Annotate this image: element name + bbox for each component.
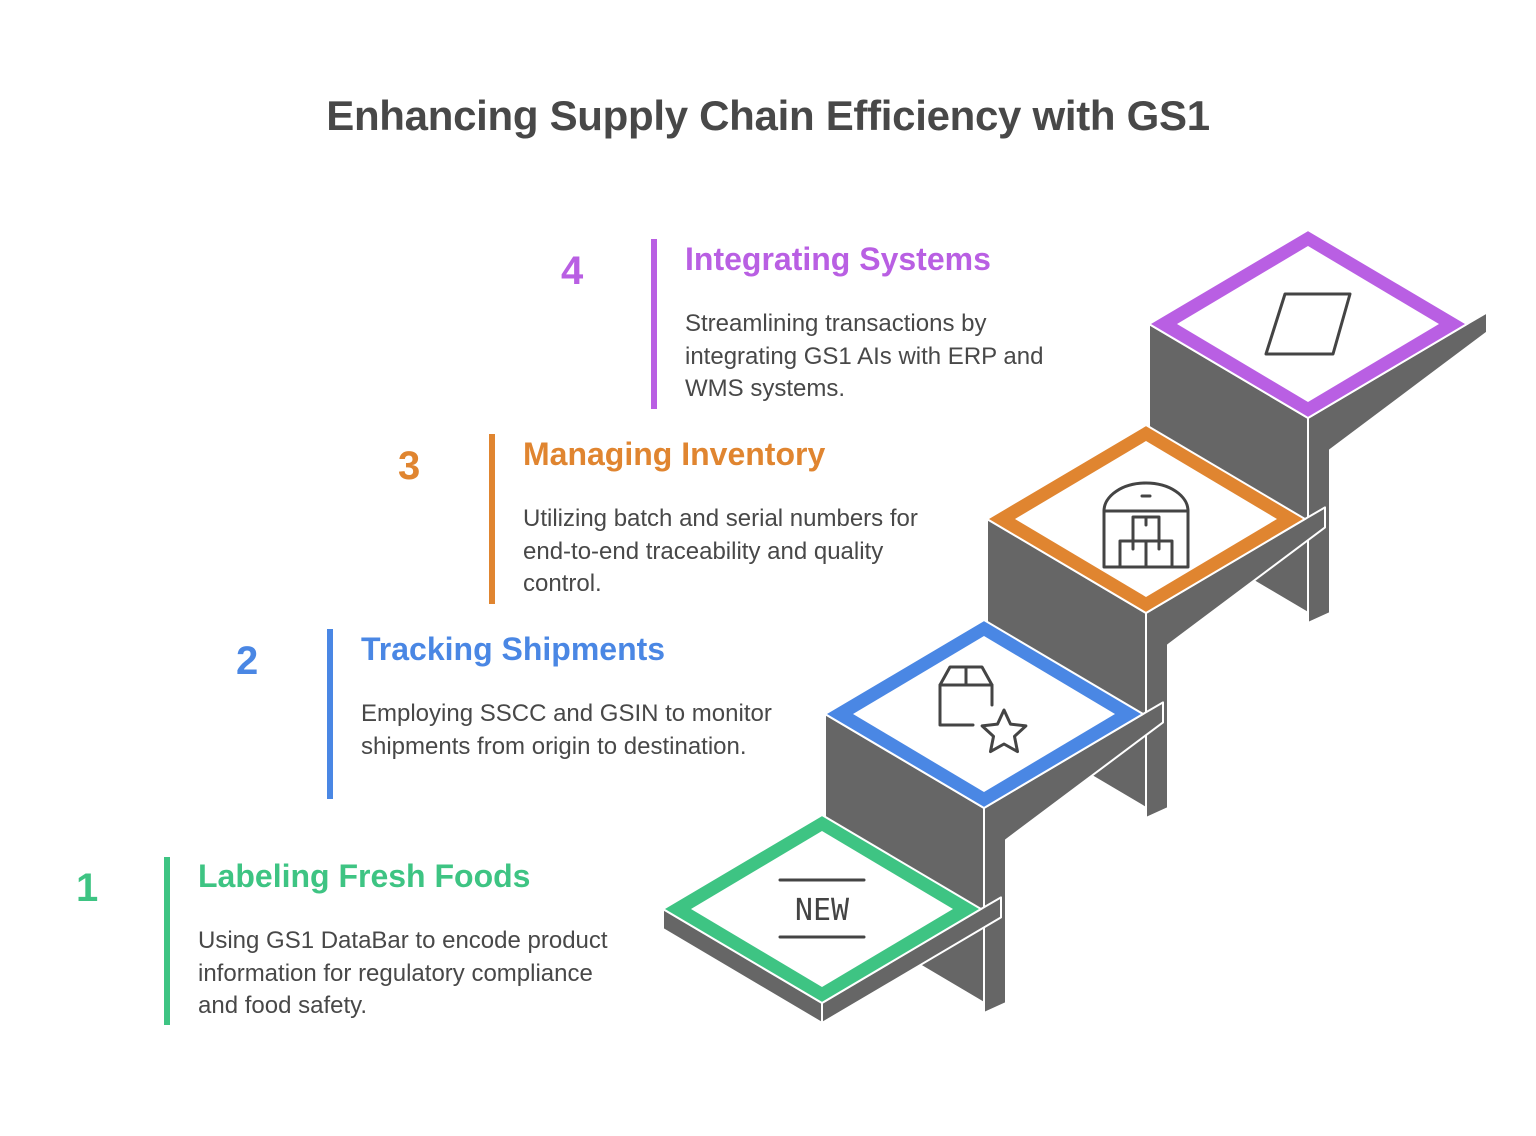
step-3-title: Managing Inventory — [523, 436, 826, 472]
page-title: Enhancing Supply Chain Efficiency with G… — [326, 92, 1210, 139]
step-2-number: 2 — [236, 639, 259, 683]
parallelogram-icon — [1264, 292, 1352, 356]
step-4-tread — [1147, 228, 1469, 420]
step-2-right-face — [983, 701, 1164, 1014]
step-1-tread: NEW — [661, 813, 983, 1005]
package-star-icon — [938, 665, 1028, 754]
step-1-description: Using GS1 DataBar to encode product info… — [198, 927, 608, 1019]
step-3-description: Utilizing batch and serial numbers for e… — [523, 505, 918, 597]
step-3-tread — [985, 423, 1307, 615]
step-4-tread-inner — [1177, 246, 1439, 402]
step-1-tread-inner — [691, 831, 953, 987]
step-1-number: 1 — [76, 866, 99, 910]
step-2-accent-bar — [327, 629, 333, 799]
new-label-text: NEW — [795, 893, 850, 928]
step-3-accent-bar — [489, 434, 495, 604]
step-2-tread — [823, 618, 1145, 810]
step-1-accent-bar — [164, 857, 170, 1025]
stair-treads: NEW — [661, 228, 1469, 1005]
step-4-description: Streamlining transactions by integrating… — [685, 310, 1044, 402]
step-1-title: Labeling Fresh Foods — [198, 858, 531, 894]
step-2-description: Employing SSCC and GSIN to monitor shipm… — [361, 700, 772, 760]
step-4-accent-bar — [651, 239, 657, 409]
warehouse-icon — [1102, 481, 1190, 569]
new-label-icon: NEW — [778, 878, 866, 939]
step-4-right-face — [1307, 311, 1488, 624]
step-4-title: Integrating Systems — [685, 241, 991, 277]
step-3-right-face — [1145, 506, 1326, 819]
step-2-title: Tracking Shipments — [361, 631, 666, 667]
step-3-number: 3 — [398, 444, 421, 488]
step-2-tread-inner — [853, 636, 1115, 792]
step-4-number: 4 — [561, 249, 584, 293]
